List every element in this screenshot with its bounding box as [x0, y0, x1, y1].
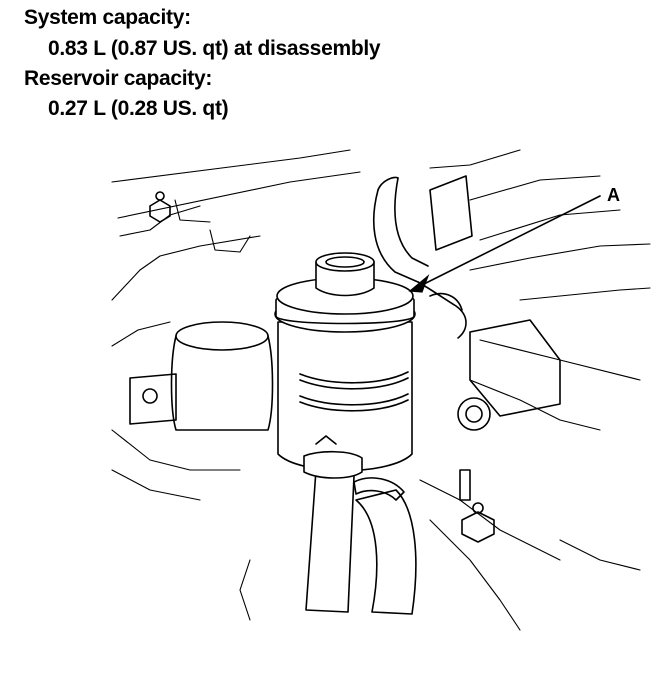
right-bracket — [457, 319, 561, 543]
upper-hose — [372, 175, 473, 339]
engine-bay-background — [111, 149, 651, 631]
bolt-left — [149, 191, 171, 223]
system-capacity-label: System capacity: — [24, 6, 191, 29]
reservoir-capacity-label: Reservoir capacity: — [24, 67, 213, 90]
callout-a-leader — [408, 195, 601, 293]
left-component — [129, 321, 274, 431]
reservoir-body — [274, 252, 416, 472]
lower-hoses — [303, 435, 417, 615]
reservoir-capacity-value: 0.27 L (0.28 US. qt) — [48, 97, 229, 120]
system-capacity-value: 0.83 L (0.87 US. qt) at disassembly — [48, 37, 381, 60]
callout-a-label: A — [607, 185, 620, 205]
